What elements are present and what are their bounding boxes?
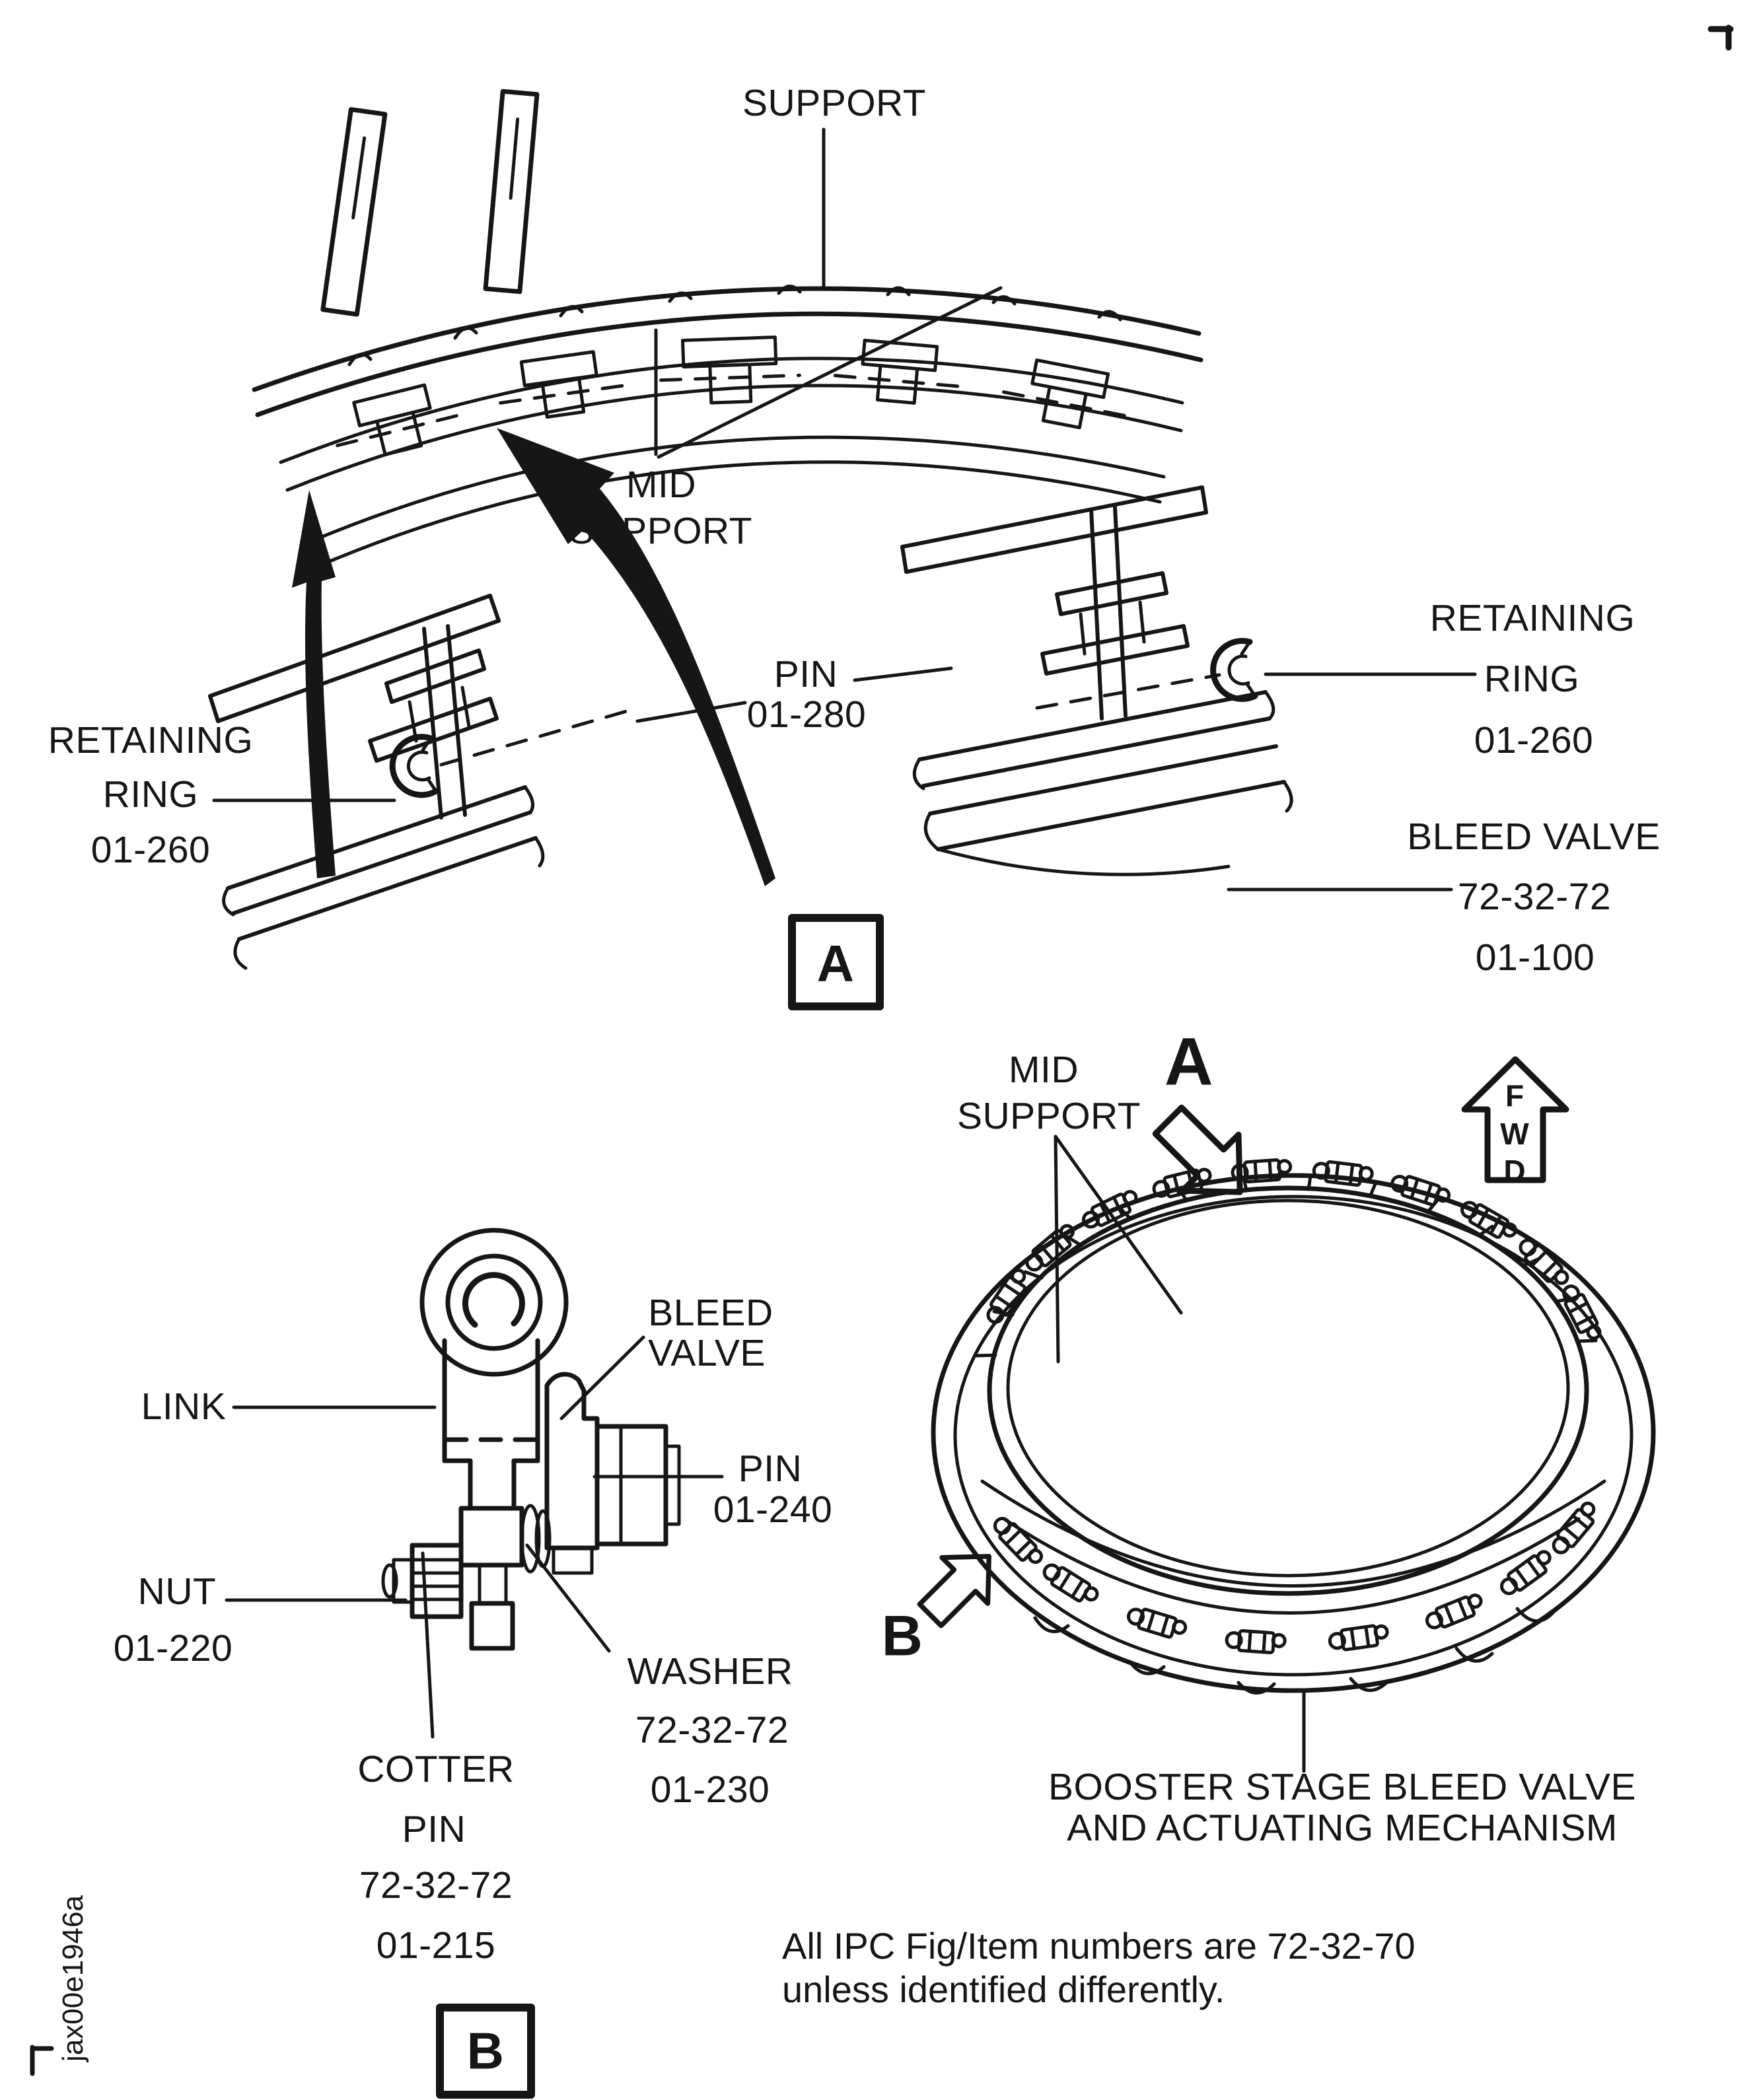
washer-label: WASHER [627, 1650, 793, 1693]
figure-caption-line1: BOOSTER STAGE BLEED VALVE [1048, 1766, 1636, 1808]
view-a-left-assembly [208, 594, 631, 970]
nut-label: NUT [137, 1570, 217, 1613]
corner-mark-bottom-left [30, 2045, 54, 2076]
support-ring-arc [252, 285, 1203, 569]
pin-item-number-view-a: 01-280 [746, 693, 867, 736]
drawing-code: jax00e1946a [57, 1895, 89, 2062]
overview-mid-support-line1: MID [1009, 1049, 1079, 1091]
pin-item-number-view-b: 01-240 [713, 1488, 833, 1531]
support-ring-brackets [336, 335, 1129, 456]
ipc-note-line2: unless identified differently. [782, 1969, 1225, 2010]
cotter-pin-label-line1: COTTER [357, 1748, 515, 1790]
retaining-ring-left-item-number: 01-260 [90, 829, 211, 871]
fwd-arrow-letter-d: D [1503, 1154, 1526, 1188]
nut-item-number: 01-220 [113, 1627, 233, 1669]
pin-label-view-a: PIN [773, 653, 838, 695]
bleed-valve-label-view-b-line1: BLEED [648, 1292, 773, 1334]
cotter-pin-item-number: 01-215 [376, 1924, 496, 1967]
washer-ref: 72-32-72 [635, 1709, 789, 1751]
retaining-ring-left-part [389, 734, 439, 798]
view-a-box-letter: A [816, 934, 855, 993]
support-lever-pins [320, 88, 540, 317]
view-b-mechanism [381, 1228, 681, 1651]
mid-support-label-line2: SUPPORT [568, 510, 753, 552]
washer-item-number: 01-230 [650, 1768, 770, 1811]
mid-support-label-line1: MID [626, 464, 696, 506]
support-label: SUPPORT [742, 82, 927, 124]
view-b-box [436, 2004, 535, 2099]
link-label: LINK [141, 1385, 227, 1428]
corner-mark-top-right [1707, 24, 1734, 51]
overview-mid-support-line2: SUPPORT [956, 1095, 1141, 1137]
bleed-valve-label-view-a: BLEED VALVE [1407, 816, 1661, 858]
cotter-pin-label-line2: PIN [402, 1808, 466, 1850]
detail-a-arrow [1152, 1104, 1243, 1195]
bleed-valve-label-view-b-line2: VALVE [648, 1332, 766, 1374]
overview-leaders [1054, 1135, 1306, 1773]
retaining-ring-right-item-number: 01-260 [1474, 719, 1594, 761]
fwd-arrow [1461, 1056, 1569, 1183]
view-a-leaders [212, 127, 1477, 892]
ipc-note-line1: All IPC Fig/Item numbers are 72-32-70 [782, 1925, 1416, 1967]
view-a-right-assembly [900, 485, 1293, 876]
detail-a-marker-letter: A [1164, 1024, 1214, 1100]
bleed-valve-item-number-view-a: 01-100 [1475, 936, 1595, 979]
retaining-ring-right-label-line2: RING [1484, 658, 1580, 700]
cotter-pin-ref: 72-32-72 [359, 1864, 513, 1907]
retaining-ring-right-part [1210, 638, 1258, 702]
detail-b-arrow [917, 1554, 991, 1628]
ring-actuator-fittings [983, 1159, 1602, 1654]
pin-label-view-b: PIN [738, 1448, 803, 1490]
view-b-leaders [225, 1335, 724, 1739]
bleed-valve-ref-view-a: 72-32-72 [1457, 876, 1612, 918]
fwd-arrow-letter-w: W [1500, 1117, 1529, 1151]
figure-caption-line2: AND ACTUATING MECHANISM [1067, 1807, 1618, 1849]
detail-callout-arrow-left [292, 490, 336, 878]
retaining-ring-left-label-line2: RING [102, 773, 199, 816]
fwd-arrow-letter-f: F [1505, 1078, 1525, 1113]
retaining-ring-right-label-line1: RETAINING [1429, 597, 1635, 639]
retaining-ring-left-label-line1: RETAINING [48, 719, 254, 761]
view-a-box [788, 914, 884, 1010]
detail-b-marker-letter: B [881, 1604, 923, 1668]
view-b-box-letter: B [466, 2021, 505, 2080]
